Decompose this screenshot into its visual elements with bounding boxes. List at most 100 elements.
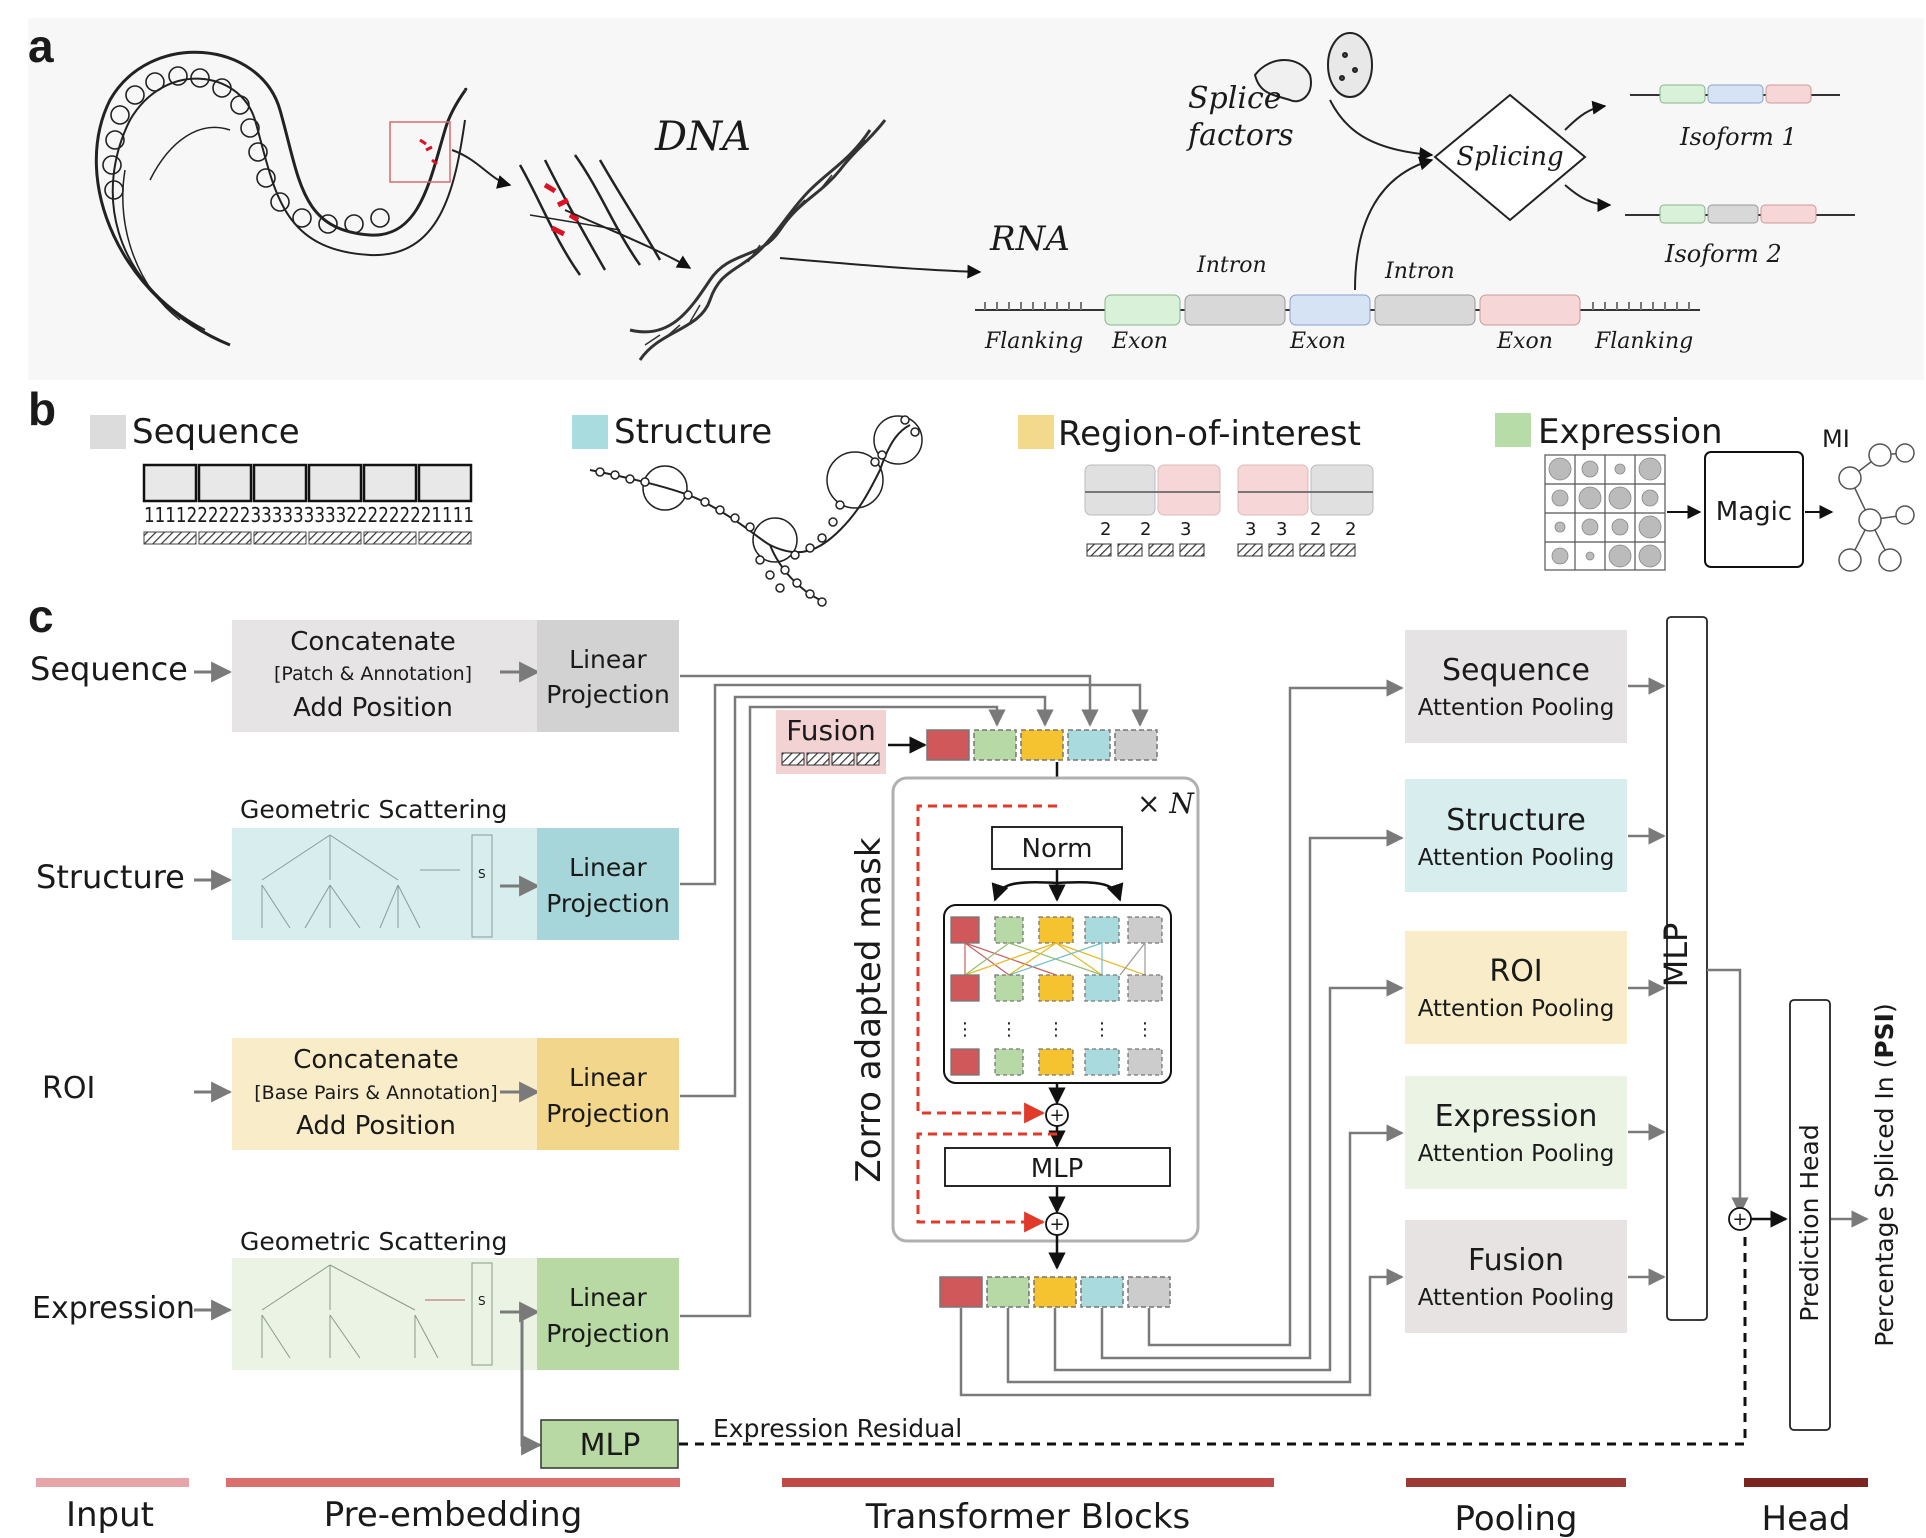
stage-label-transformer: Transformer Blocks bbox=[865, 1497, 1191, 1537]
dna-to-rna-arrow bbox=[779, 257, 982, 279]
roi-num-l2: 2 bbox=[1140, 519, 1151, 540]
input-structure-label: Structure bbox=[36, 858, 185, 896]
sequence-annotation-bars bbox=[143, 531, 472, 545]
stage-bar-input bbox=[36, 1478, 189, 1487]
norm-to-attention-arrows bbox=[991, 870, 1124, 902]
input-expression-label: Expression bbox=[32, 1291, 195, 1326]
roi-concat-line1: Concatenate bbox=[293, 1045, 459, 1075]
splice-factors-line2: factors bbox=[1186, 118, 1294, 153]
struct-linear-projection-box bbox=[537, 828, 679, 940]
pool-fusion-box bbox=[1405, 1220, 1627, 1333]
sequence-patches bbox=[142, 463, 473, 503]
expression-residual-label: Expression Residual bbox=[713, 1414, 962, 1443]
rna-strand bbox=[975, 294, 1700, 326]
rna-secondary-structure-illustration bbox=[589, 415, 923, 607]
roi-concat-box bbox=[232, 1038, 537, 1150]
worm-to-zoom-arrow bbox=[451, 149, 512, 189]
splice-factors-illustration bbox=[1253, 32, 1373, 103]
prediction-head-box bbox=[1789, 999, 1831, 1431]
seq-concat-box bbox=[232, 620, 537, 732]
isoform1-strand bbox=[1630, 84, 1840, 104]
attention-dots-5: ⋮ bbox=[1136, 1019, 1154, 1040]
transformer-mlp-label: MLP bbox=[1031, 1154, 1084, 1184]
expr-to-residual-mlp-arrow bbox=[520, 1312, 543, 1456]
dna-helix-illustration bbox=[629, 119, 887, 361]
exon3-label: Exon bbox=[1496, 329, 1553, 354]
seq-concat-line3: Add Position bbox=[293, 693, 453, 723]
expression-swatch bbox=[1495, 413, 1531, 447]
pool-roi-title: ROI bbox=[1489, 954, 1542, 989]
attention-dots-3: ⋮ bbox=[1047, 1019, 1065, 1040]
struct-s-label: S bbox=[478, 867, 486, 881]
roi-num-r4: 2 bbox=[1345, 519, 1356, 540]
splicing-label: Splicing bbox=[1456, 142, 1563, 172]
rna-label: RNA bbox=[989, 219, 1070, 259]
attention-dots-1: ⋮ bbox=[956, 1019, 974, 1040]
attention-dots-4: ⋮ bbox=[1093, 1019, 1111, 1040]
zorro-mask-label: Zorro adapted mask bbox=[849, 837, 889, 1182]
isoform2-strand bbox=[1625, 204, 1855, 224]
panel-a-background bbox=[28, 18, 1924, 380]
struct-scattering-tree bbox=[261, 834, 493, 938]
seq-linear-projection-box bbox=[537, 620, 679, 732]
factors-to-splicing-arrow bbox=[1329, 99, 1434, 161]
expression-title: Expression bbox=[1538, 412, 1723, 452]
attention-connections bbox=[964, 942, 1146, 976]
intron2-label: Intron bbox=[1384, 259, 1455, 284]
input-roi-label: ROI bbox=[42, 1071, 95, 1106]
expression-matrix bbox=[1544, 454, 1666, 571]
flanking-right-label: Flanking bbox=[1594, 329, 1693, 354]
seq-linear-label: Linear bbox=[569, 645, 647, 674]
roi-num-r3: 2 bbox=[1310, 519, 1321, 540]
roi-concat-line2: [Base Pairs & Annotation] bbox=[254, 1082, 497, 1104]
pool-sequence-sub: Attention Pooling bbox=[1418, 695, 1615, 721]
splicing-to-isoform1-arrow bbox=[1564, 100, 1607, 131]
roi-linear-projection-box bbox=[537, 1038, 679, 1150]
output-token-row bbox=[939, 1276, 1171, 1308]
mi-graph bbox=[1838, 443, 1915, 572]
stage-bar-pooling bbox=[1406, 1478, 1626, 1487]
times-n-label: × N bbox=[1137, 787, 1195, 820]
psi-label: Percentage Spliced In (PSI) bbox=[1870, 1003, 1899, 1346]
pool-roi-sub: Attention Pooling bbox=[1418, 996, 1615, 1022]
stage-bar-head bbox=[1744, 1478, 1868, 1487]
expr-projection-label: Projection bbox=[546, 1319, 670, 1348]
pool-expression-sub: Attention Pooling bbox=[1418, 1141, 1615, 1167]
struct-projection-label: Projection bbox=[546, 889, 670, 918]
roi-title: Region-of-interest bbox=[1058, 414, 1361, 454]
panel-b-letter: b bbox=[28, 383, 56, 435]
head-add-node-sign: + bbox=[1732, 1209, 1747, 1230]
sequence-swatch bbox=[90, 415, 126, 449]
add-node-1-sign: + bbox=[1049, 1105, 1064, 1126]
flanking-left-label: Flanking bbox=[984, 329, 1083, 354]
geo-scattering-label-2: Geometric Scattering bbox=[240, 1227, 507, 1256]
zoom-to-dna-arrow bbox=[564, 209, 692, 269]
roi-num-r1: 3 bbox=[1245, 519, 1256, 540]
panel-c: c Sequence Structure ROI Expression Conc… bbox=[28, 590, 1899, 1538]
prediction-head-label: Prediction Head bbox=[1795, 1124, 1824, 1322]
panel-a: a bbox=[28, 18, 1924, 380]
fusion-token-label: Fusion bbox=[786, 714, 876, 747]
structure-title: Structure bbox=[614, 412, 772, 452]
isoform2-label: Isoform 2 bbox=[1664, 240, 1782, 268]
fusion-hatch-bars bbox=[781, 752, 880, 766]
pool-fusion-title: Fusion bbox=[1468, 1243, 1564, 1278]
expr-linear-projection-box bbox=[537, 1258, 679, 1370]
mlp-to-sum-arrow bbox=[1707, 968, 1749, 1215]
worm-illustration bbox=[94, 50, 468, 347]
pool-roi-box bbox=[1405, 931, 1627, 1044]
norm-box bbox=[991, 826, 1123, 870]
roi-concat-line3: Add Position bbox=[296, 1111, 456, 1141]
pool-expression-title: Expression bbox=[1435, 1099, 1598, 1134]
mi-label: MI bbox=[1822, 425, 1850, 453]
attention-output-row bbox=[950, 1048, 1163, 1076]
expr-s-label: S bbox=[478, 1294, 486, 1308]
zorro-mask-skip-lines bbox=[916, 804, 1057, 1233]
psi-label-bold: PSI bbox=[1870, 1013, 1899, 1059]
dna-label: DNA bbox=[654, 114, 751, 160]
stage-label-pre-embedding: Pre-embedding bbox=[324, 1495, 583, 1535]
psi-label-close: ) bbox=[1870, 1003, 1899, 1013]
splicing-diamond bbox=[1433, 93, 1587, 222]
sequence-digits: 1111222222333333333222222221111 bbox=[144, 503, 474, 527]
attention-query-row bbox=[950, 916, 1163, 944]
